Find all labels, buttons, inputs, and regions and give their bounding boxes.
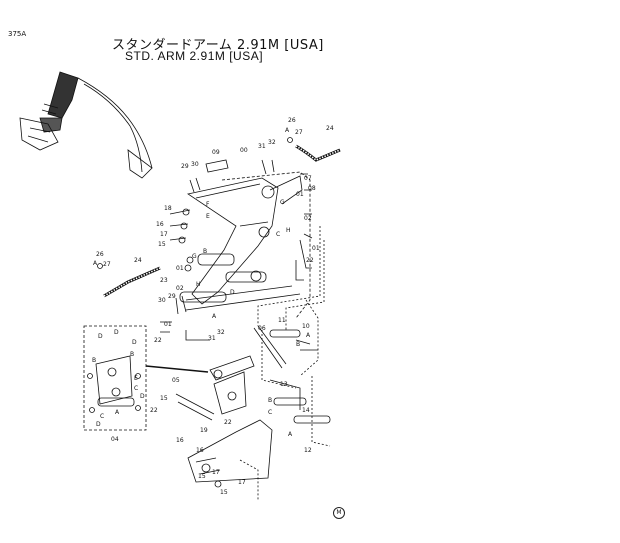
callout-A: A [115, 409, 120, 416]
callout-22: 22 [224, 419, 232, 426]
callout-A: A [93, 260, 98, 267]
hose-assemblies [97, 137, 341, 298]
callout-31: 31 [258, 143, 266, 150]
callout-17: 17 [212, 469, 220, 476]
callout-22: 22 [150, 407, 158, 414]
callout-15: 15 [198, 473, 206, 480]
callout-B: B [296, 341, 300, 348]
footer-circled-mark: M [333, 507, 345, 519]
callout-32: 32 [268, 139, 276, 146]
callout-A: A [285, 127, 290, 134]
callout-04: 04 [111, 436, 119, 443]
callout-27: 27 [103, 261, 111, 268]
callout-06: 06 [258, 325, 266, 332]
callout-D: D [230, 289, 235, 296]
callout-16: 16 [156, 221, 164, 228]
callout-labels: 00 09 31 32 26 A 27 24 29 30 07 08 18 F … [92, 117, 334, 496]
link-assembly [175, 325, 331, 488]
callout-C: C [134, 385, 138, 392]
callout-D: D [114, 329, 119, 336]
callout-22: 22 [154, 337, 162, 344]
callout-22: 22 [306, 257, 314, 264]
callout-15: 15 [158, 241, 166, 248]
guide-lines [239, 226, 331, 500]
callout-H: H [196, 281, 201, 288]
callout-17: 17 [238, 479, 246, 486]
callout-29: 29 [168, 293, 176, 300]
callout-01: 01 [312, 245, 320, 252]
callout-B: B [92, 357, 96, 364]
callout-14: 14 [302, 407, 310, 414]
callout-24: 24 [134, 257, 142, 264]
callout-09: 09 [212, 149, 220, 156]
callout-13: 13 [280, 381, 288, 388]
callout-B: B [130, 351, 134, 358]
callout-F: F [206, 201, 210, 208]
callout-H: H [286, 227, 291, 234]
callout-D: D [132, 339, 137, 346]
callout-E: E [134, 375, 138, 382]
callout-26: 26 [96, 251, 104, 258]
detail-box [83, 325, 209, 431]
callout-10: 10 [302, 323, 310, 330]
callout-E: E [206, 213, 210, 220]
callout-02: 02 [304, 215, 312, 222]
callout-29: 29 [181, 163, 189, 170]
callout-D: D [140, 393, 145, 400]
callout-30: 30 [158, 297, 166, 304]
callout-18: 18 [164, 205, 172, 212]
callout-16: 16 [196, 447, 204, 454]
callout-A: A [288, 431, 293, 438]
callout-15: 15 [160, 395, 168, 402]
callout-19: 19 [200, 427, 208, 434]
callout-B: B [268, 397, 272, 404]
callout-32: 32 [217, 329, 225, 336]
callout-G: G [280, 199, 285, 206]
callout-23: 23 [160, 277, 168, 284]
arm-assembly [160, 159, 313, 341]
callout-02: 02 [176, 285, 184, 292]
callout-G: G [192, 253, 197, 260]
callout-01: 01 [176, 265, 184, 272]
callout-B: B [203, 248, 207, 255]
callout-D: D [98, 333, 103, 340]
callout-A: A [306, 332, 311, 339]
title-japanese: スタンダードアーム 2.91M [USA] [112, 38, 324, 53]
callout-C: C [268, 409, 272, 416]
callout-05: 05 [172, 377, 180, 384]
callout-01: 01 [164, 321, 172, 328]
callout-11: 11 [278, 317, 286, 324]
callout-C: C [276, 231, 280, 238]
title-english: STD. ARM 2.91M [USA] [125, 49, 264, 63]
callout-C: C [100, 413, 104, 420]
callout-12: 12 [304, 447, 312, 454]
callout-30: 30 [191, 161, 199, 168]
excavator-overview-sketch [19, 71, 153, 179]
callout-15: 15 [220, 489, 228, 496]
page-code: 375A [8, 30, 27, 38]
callout-00: 00 [240, 147, 248, 154]
callout-D: D [96, 421, 101, 428]
callout-31: 31 [208, 335, 216, 342]
callout-17: 17 [160, 231, 168, 238]
callout-26: 26 [288, 117, 296, 124]
callout-A: A [212, 313, 217, 320]
callout-07: 07 [304, 175, 312, 182]
callout-01: 01 [296, 191, 304, 198]
callout-27: 27 [295, 129, 303, 136]
callout-16: 16 [176, 437, 184, 444]
callout-08: 08 [308, 185, 316, 192]
callout-24: 24 [326, 125, 334, 132]
